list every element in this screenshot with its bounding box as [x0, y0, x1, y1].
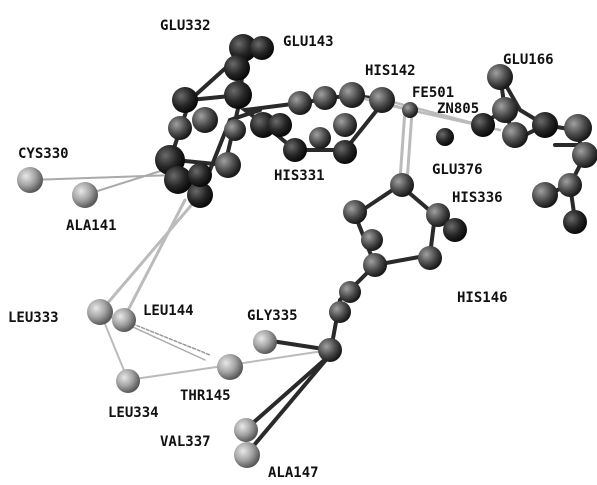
atom-left-4: [215, 152, 241, 178]
atom-his146-1: [339, 281, 361, 303]
atom-glu332-1: [229, 34, 257, 62]
atom-his142-2: [313, 86, 337, 110]
atom-glu143-1: [250, 36, 274, 60]
label-leu144: LEU144: [143, 303, 194, 319]
atom-glu166-8: [558, 173, 582, 197]
atom-his336-6: [343, 200, 367, 224]
label-glu332: GLU332: [160, 18, 211, 34]
atom-glu166-5: [532, 112, 558, 138]
atom-leu334: [116, 369, 140, 393]
atom-his336-4: [418, 246, 442, 270]
atom-glu332-8: [224, 119, 246, 141]
label-his336: HIS336: [452, 190, 503, 206]
label-val337: VAL337: [160, 434, 211, 450]
atom-zn805: [436, 128, 454, 146]
atom-glu166-1: [487, 64, 513, 90]
label-leu333: LEU333: [8, 310, 59, 326]
atom-glu332-2: [224, 55, 250, 81]
label-glu166: GLU166: [503, 52, 554, 68]
label-his331: HIS331: [274, 168, 325, 184]
atom-his331-1: [283, 138, 307, 162]
atom-ala141: [72, 182, 98, 208]
label-his146: HIS146: [457, 290, 508, 306]
atom-his142-3: [339, 82, 365, 108]
atom-glu166-6: [564, 114, 592, 142]
atom-glu332-3: [224, 81, 252, 109]
atom-left-3: [187, 182, 213, 208]
atom-left-2: [164, 166, 192, 194]
atom-cys330: [17, 167, 43, 193]
atom-fe501: [402, 102, 418, 118]
label-his142: HIS142: [365, 63, 416, 79]
label-glu143: GLU143: [283, 34, 334, 50]
label-ala147: ALA147: [268, 465, 319, 480]
atom-his331-3: [309, 127, 331, 149]
atom-his336-3: [443, 218, 467, 242]
atom-leu144: [112, 308, 136, 332]
atom-leu333: [87, 299, 113, 325]
atom-glu332-7: [250, 112, 276, 138]
atom-glu166-7: [572, 142, 597, 168]
atom-his336-7: [361, 229, 383, 251]
atom-left-5: [188, 163, 212, 187]
atom-his336-5: [363, 253, 387, 277]
atom-glu332-6: [168, 116, 192, 140]
atom-glu166-4: [502, 122, 528, 148]
label-gly335: GLY335: [247, 308, 298, 324]
label-ala141: ALA141: [66, 218, 117, 234]
atom-his142-6: [333, 113, 357, 137]
atom-his142-5: [268, 113, 292, 137]
atom-thr145: [217, 354, 243, 380]
atom-his146-2: [329, 301, 351, 323]
atom-his142-4: [369, 87, 395, 113]
atom-his336-2: [426, 203, 450, 227]
label-glu376: GLU376: [432, 162, 483, 178]
atom-glu332-4: [172, 87, 198, 113]
atom-gly335-1: [318, 338, 342, 362]
atom-gly335-2: [253, 330, 277, 354]
label-zn805: ZN805: [437, 101, 479, 117]
atom-glu166-10: [563, 210, 587, 234]
atom-ala147: [234, 442, 260, 468]
atom-his331-2: [333, 140, 357, 164]
label-cys330: CYS330: [18, 146, 69, 162]
atom-val337: [234, 418, 258, 442]
atom-his336-1: [390, 173, 414, 197]
atom-glu166-3: [471, 113, 495, 137]
atom-glu332-5: [192, 107, 218, 133]
atom-glu166-2: [492, 97, 518, 123]
atom-glu166-9: [532, 182, 558, 208]
label-thr145: THR145: [180, 388, 231, 404]
label-leu334: LEU334: [108, 405, 159, 421]
label-fe501: FE501: [412, 85, 454, 101]
atom-his142-1: [288, 91, 312, 115]
